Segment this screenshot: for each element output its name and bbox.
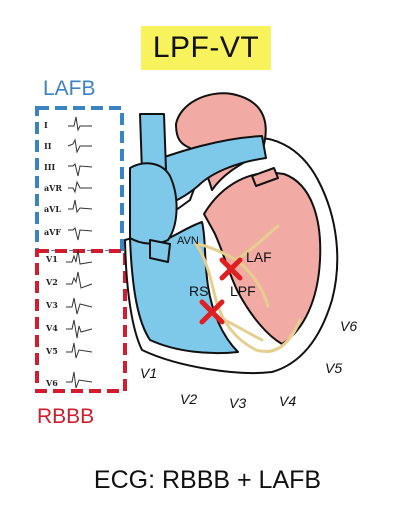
lpf-label: LPF [230,283,256,299]
lead-label-ii: II [44,141,52,151]
rbbb-label: RBBB [37,405,95,428]
pulmonary-vein [251,167,279,187]
trace-avr [68,180,92,194]
avn-label: AVN [177,235,199,247]
limb-lead-traces [67,116,93,241]
conduction-system [194,224,302,353]
title: LPF-VT [152,31,260,64]
lead-label-avr: aVR [44,183,62,193]
trace-ii [67,138,92,154]
pulmonary-trunk [149,135,267,207]
lead-label-v5: V5 [45,346,58,356]
footer-caption: ECG: RBBB + LAFB [93,466,322,494]
precordial-positions: V1 V2 V3 V4 V5 V6 [140,318,357,411]
limb-lead-panel: I II III aVR aVL aVF [35,106,124,254]
lead-label-v4: V4 [45,323,58,333]
rbb-block-x-icon [199,299,225,325]
his-bundle [196,242,238,262]
laf-block-x-icon [219,257,243,281]
trace-v5 [66,342,93,359]
precordial-lead-panel: V1 V2 V3 V4 V5 V6 [35,249,127,393]
lead-label-v2: V2 [45,277,58,287]
rbbb-dashed-box [35,249,127,393]
position-v2: V2 [180,391,197,407]
lesion-markers [199,257,243,325]
heart [124,92,339,375]
lead-label-iii: III [44,162,55,172]
lafb-dashed-box [35,106,124,254]
trace-v4 [66,319,93,339]
trace-iii [68,163,93,177]
trace-v3 [66,297,93,315]
lead-label-avf: aVF [44,227,61,237]
left-anterior-fascicle [234,224,280,262]
lead-label-v3: V3 [45,300,58,310]
lead-label-avl: aVL [44,204,61,214]
lead-label-v6: V6 [45,378,58,388]
title-box: LPF-VT [141,26,271,70]
lafb-label: LAFB [43,77,96,100]
trace-v1 [66,249,93,265]
precordial-lead-traces [66,249,93,389]
position-v6: V6 [340,318,357,334]
right-atrium [129,162,178,245]
position-v5: V5 [325,360,342,376]
trace-i [68,116,92,132]
lead-label-i: I [44,120,48,130]
right-bundle-branch [194,242,302,353]
laf-label: LAF [246,249,272,265]
purkinje-fibers [218,316,264,342]
trace-v6 [66,371,93,389]
inferior-vena-cava [149,239,171,263]
trace-avf [68,227,93,241]
trace-v2 [66,271,93,289]
rs-label: RS [189,283,208,299]
position-v3: V3 [229,395,246,411]
position-v4: V4 [279,393,296,409]
lead-label-v1: V1 [45,254,58,264]
trace-avl [68,199,93,214]
position-v1: V1 [140,365,157,381]
